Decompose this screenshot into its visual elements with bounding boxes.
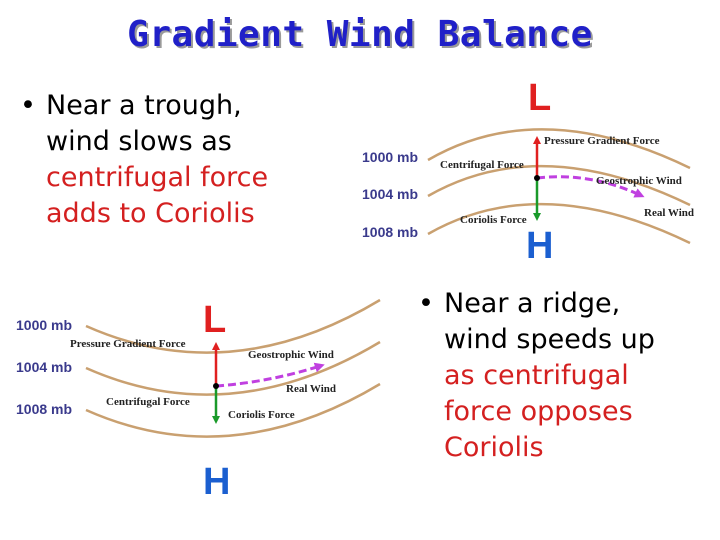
high-pressure-label: H xyxy=(203,461,230,503)
bottom-diagram: L H 1000 mb 1004 mb 1008 mb Pressure Gra… xyxy=(16,298,381,503)
isobar-label-1000: 1000 mb xyxy=(362,149,418,165)
trough-line-4: adds to Coriolis xyxy=(46,198,255,229)
low-pressure-label: L xyxy=(528,77,551,119)
parcel-dot xyxy=(213,383,219,389)
isobar-label-1008: 1008 mb xyxy=(362,224,418,240)
wind-arrow xyxy=(215,362,325,388)
centrifugal-label: Centrifugal Force xyxy=(440,159,524,171)
isobar-line-1004 xyxy=(85,340,381,396)
parcel-dot xyxy=(534,175,540,181)
isobar-label-1000: 1000 mb xyxy=(16,317,72,333)
real-wind-label: Real Wind xyxy=(286,383,336,395)
real-wind-label: Real Wind xyxy=(644,207,694,219)
isobar-line-1004 xyxy=(427,164,691,207)
geostrophic-label: Geostrophic Wind xyxy=(248,349,334,361)
isobar-label-1008: 1008 mb xyxy=(16,401,72,417)
coriolis-label: Coriolis Force xyxy=(460,214,527,226)
ridge-line-4: force opposes xyxy=(444,396,633,427)
ridge-bullet: • Near a ridge, wind speeds up as centri… xyxy=(418,286,708,486)
top-diagram: L H 1000 mb 1004 mb 1008 mb Pressure Gra… xyxy=(362,77,694,267)
ridge-line-2: wind speeds up xyxy=(444,324,655,355)
bullet-dot: • xyxy=(418,288,434,319)
centrifugal-label: Centrifugal Force xyxy=(106,396,190,408)
wind-arrow xyxy=(536,175,645,198)
trough-line-1: Near a trough, xyxy=(46,90,242,121)
geostrophic-label: Geostrophic Wind xyxy=(596,175,682,187)
isobar-label-1004: 1004 mb xyxy=(16,359,72,375)
isobar-line-1008 xyxy=(427,202,691,245)
trough-line-2: wind slows as xyxy=(46,126,232,157)
low-pressure-label: L xyxy=(203,299,226,341)
coriolis-label: Coriolis Force xyxy=(228,409,295,421)
page-title: Gradient Wind Balance xyxy=(127,14,593,55)
isobar-line-1000 xyxy=(85,298,381,354)
trough-line-3: centrifugal force xyxy=(46,162,269,193)
isobar-label-1004: 1004 mb xyxy=(362,186,418,202)
pgf-label: Pressure Gradient Force xyxy=(70,338,186,350)
high-pressure-label: H xyxy=(526,225,553,267)
bullet-dot: • xyxy=(20,90,36,121)
ridge-line-5: Coriolis xyxy=(444,432,544,463)
ridge-line-1: Near a ridge, xyxy=(444,288,621,319)
ridge-line-3: as centrifugal xyxy=(444,360,629,391)
pgf-label: Pressure Gradient Force xyxy=(544,135,660,147)
trough-bullet: • Near a trough, wind slows as centrifug… xyxy=(20,88,320,248)
isobar-line-1000 xyxy=(427,128,691,170)
isobar-line-1008 xyxy=(85,382,381,438)
